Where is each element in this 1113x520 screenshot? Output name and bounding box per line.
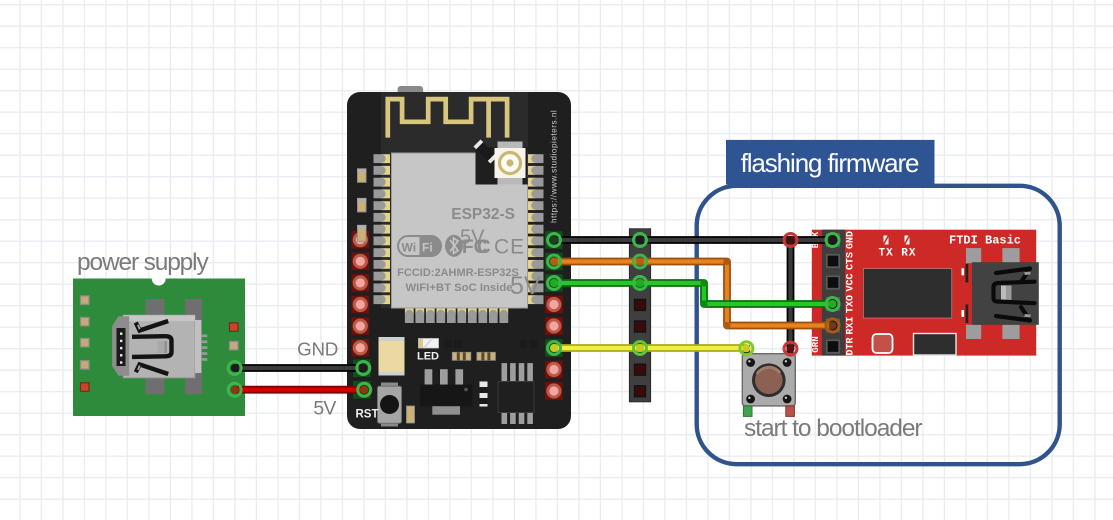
- svg-text:FC: FC: [462, 237, 488, 258]
- svg-text:WIFI+BT SoC Inside: WIFI+BT SoC Inside: [405, 282, 512, 294]
- svg-text:Fi: Fi: [422, 241, 433, 255]
- svg-text:VCC: VCC: [846, 273, 857, 291]
- svg-text:FCCID:2AHMR-ESP32S: FCCID:2AHMR-ESP32S: [397, 267, 519, 279]
- svg-text:power supply: power supply: [77, 249, 209, 276]
- svg-text:RST: RST: [356, 409, 379, 421]
- svg-text:flashing firmware: flashing firmware: [741, 148, 919, 178]
- svg-text:5V: 5V: [510, 272, 541, 300]
- svg-text:RXI: RXI: [846, 316, 857, 334]
- svg-text:TXO: TXO: [846, 295, 857, 313]
- svg-text:5V: 5V: [460, 227, 485, 249]
- svg-text:TX RX: TX RX: [879, 248, 917, 260]
- svg-text:CTS: CTS: [846, 252, 857, 270]
- svg-text:ESP32-S: ESP32-S: [451, 206, 515, 223]
- svg-text:DTR: DTR: [846, 337, 857, 355]
- svg-text:start to bootloader: start to bootloader: [744, 415, 922, 442]
- svg-text:GND: GND: [846, 231, 857, 249]
- svg-text:GND: GND: [297, 339, 338, 360]
- svg-text:5V: 5V: [313, 398, 336, 420]
- svg-text:Wi: Wi: [402, 241, 417, 255]
- svg-text:CE: CE: [494, 236, 525, 259]
- svg-text:https://www.studiopieters.nl: https://www.studiopieters.nl: [550, 110, 559, 223]
- svg-text:C: C: [477, 237, 491, 258]
- svg-text:FTDI Basic: FTDI Basic: [949, 234, 1021, 248]
- svg-text:GRN: GRN: [810, 336, 821, 353]
- svg-text:LED: LED: [417, 351, 439, 363]
